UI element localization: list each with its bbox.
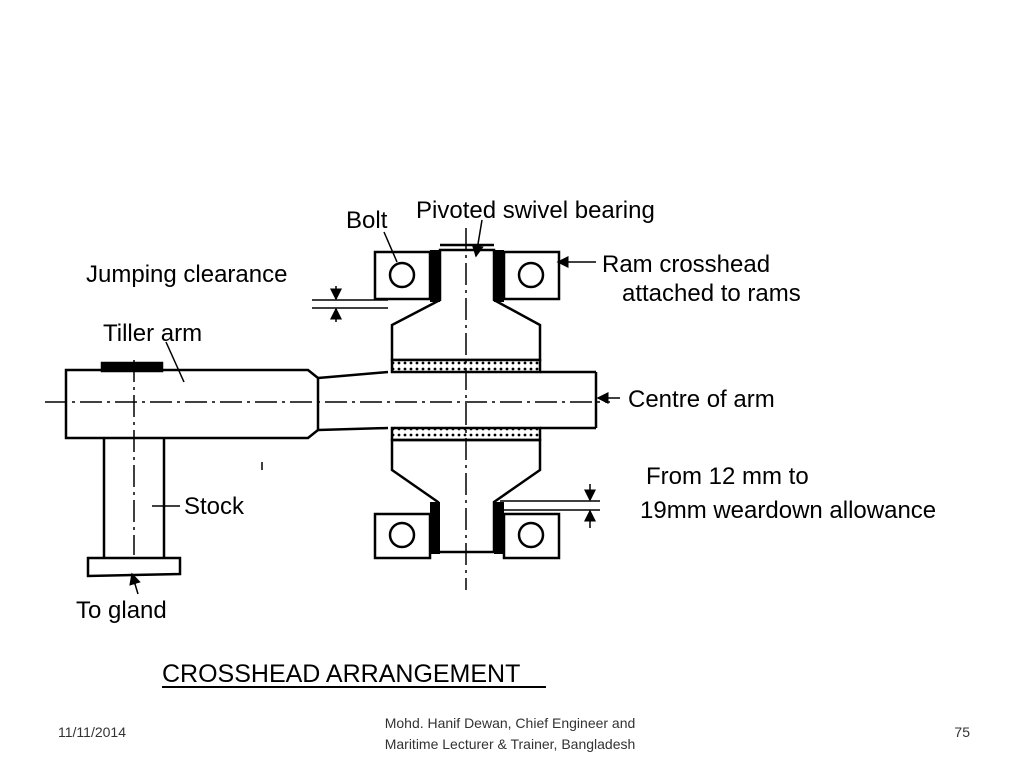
stock-shape	[86, 438, 182, 578]
label-to-gland: To gland	[76, 597, 167, 624]
label-bolt: Bolt	[346, 207, 388, 234]
label-stock: Stock	[184, 493, 245, 520]
label-pivoted-swivel-bearing: Pivoted swivel bearing	[416, 197, 655, 224]
footer-date: 11/11/2014	[58, 724, 126, 740]
lower-right-block	[502, 512, 561, 560]
arm-extension-shape	[317, 370, 598, 432]
upper-left-block	[373, 250, 432, 301]
label-centre-of-arm: Centre of arm	[628, 386, 775, 413]
footer-page-number: 75	[954, 724, 970, 740]
diagram-title: CROSSHEAD ARRANGEMENT	[162, 660, 520, 688]
footer-author: Mohd. Hanif Dewan, Chief Engineer and Ma…	[360, 713, 660, 755]
centre-lines	[45, 228, 610, 590]
label-ram-crosshead-2: attached to rams	[622, 280, 801, 307]
label-ram-crosshead-1: Ram crosshead	[602, 251, 770, 278]
footer-author-line2: Maritime Lecturer & Trainer, Bangladesh	[384, 736, 636, 752]
label-jumping-clearance: Jumping clearance	[86, 261, 287, 288]
label-tiller-arm: Tiller arm	[103, 320, 202, 347]
lower-left-block	[373, 512, 432, 560]
upper-right-block	[502, 250, 561, 301]
footer-author-line1: Mohd. Hanif Dewan, Chief Engineer and	[384, 715, 636, 731]
tiller-arm-shape	[64, 361, 320, 440]
leader-lines	[129, 219, 620, 595]
label-weardown-2: 19mm weardown allowance	[640, 497, 936, 524]
label-weardown-1: From 12 mm to	[646, 463, 809, 490]
